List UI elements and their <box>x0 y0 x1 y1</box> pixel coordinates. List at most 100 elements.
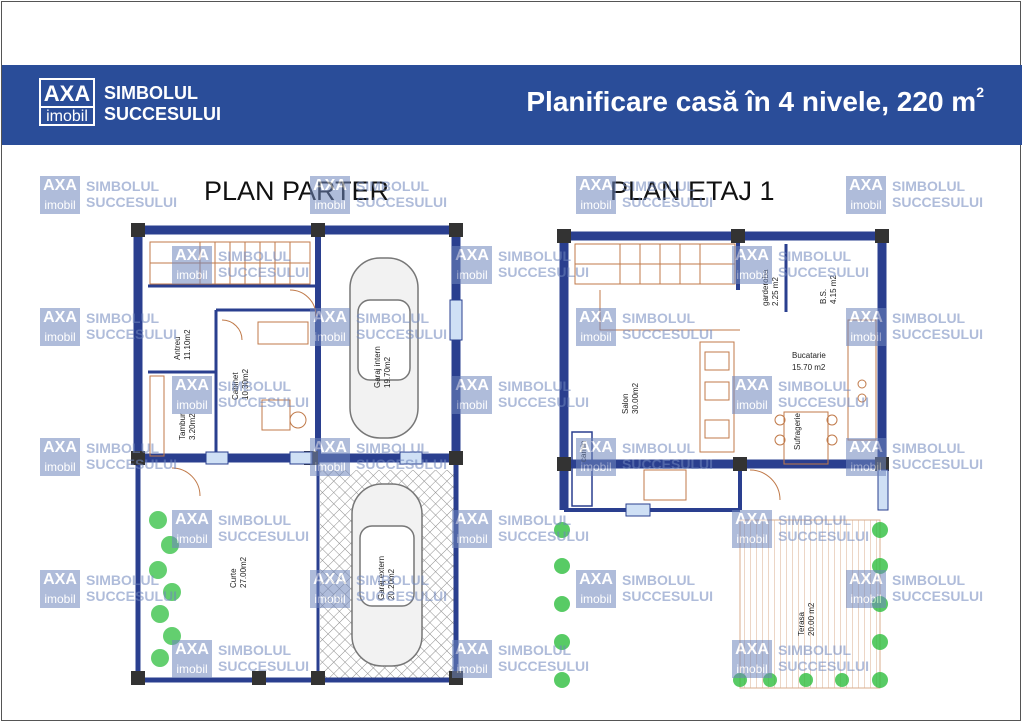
room-garaj-intern: Garaj intern19.70m2 <box>373 346 392 388</box>
watermark-top: AXA <box>849 309 883 326</box>
watermark-box: AXA imobil <box>452 510 492 548</box>
watermark-box: AXA imobil <box>732 640 772 678</box>
tagline: SIMBOLUL SUCCESULUI <box>104 83 221 125</box>
watermark-box: AXA imobil <box>576 176 616 214</box>
watermark-top: AXA <box>579 439 613 456</box>
watermark-bottom: imobil <box>580 460 612 474</box>
logo: AXA imobil <box>39 78 95 126</box>
watermark-box: AXA imobil <box>846 308 886 346</box>
room-salon: Salon30.00m2 <box>621 382 640 414</box>
watermark-top: AXA <box>849 439 883 456</box>
watermark-bottom: imobil <box>176 268 208 282</box>
watermark-top: AXA <box>579 177 613 194</box>
watermark-bottom: imobil <box>44 592 76 606</box>
watermark-bottom: imobil <box>44 198 76 212</box>
watermark-top: AXA <box>43 439 77 456</box>
watermark-top: AXA <box>735 377 769 394</box>
watermark-top: AXA <box>849 177 883 194</box>
watermark-box: AXA imobil <box>40 438 80 476</box>
watermark-top: AXA <box>735 641 769 658</box>
watermark-bottom: imobil <box>176 398 208 412</box>
watermark-bottom: imobil <box>456 532 488 546</box>
watermark-top: AXA <box>43 571 77 588</box>
watermark-box: AXA imobil <box>172 640 212 678</box>
watermark-bottom: imobil <box>176 662 208 676</box>
title-text: Planificare casă în 4 nivele, 220 m <box>526 86 977 117</box>
watermark-bottom: imobil <box>736 268 768 282</box>
watermark-top: AXA <box>313 177 347 194</box>
watermark-top: AXA <box>175 641 209 658</box>
watermark-bottom: imobil <box>850 198 882 212</box>
watermark-box: AXA imobil <box>732 376 772 414</box>
watermark-bottom: imobil <box>314 592 346 606</box>
room-bs: B.S.4.15 m2 <box>819 275 838 304</box>
watermark-top: AXA <box>175 247 209 264</box>
watermark-bottom: imobil <box>44 460 76 474</box>
watermark-top: AXA <box>43 309 77 326</box>
watermark-bottom: imobil <box>736 398 768 412</box>
watermark-bottom: imobil <box>456 398 488 412</box>
watermark-top: AXA <box>735 247 769 264</box>
header-banner: AXA imobil SIMBOLUL SUCCESULUI Planifica… <box>2 65 1022 145</box>
tagline-line1: SIMBOLUL <box>104 83 198 103</box>
watermark-top: AXA <box>313 571 347 588</box>
watermark-bottom: imobil <box>736 532 768 546</box>
watermark-top: AXA <box>455 247 489 264</box>
watermark-bottom: imobil <box>736 662 768 676</box>
room-garaj-extern: Garaj extern20.20m2 <box>377 556 396 600</box>
title-superscript: 2 <box>976 83 984 100</box>
watermark-bottom: imobil <box>456 268 488 282</box>
watermark-top: AXA <box>455 511 489 528</box>
watermark-top: AXA <box>313 439 347 456</box>
watermark-box: AXA imobil <box>40 570 80 608</box>
floor1-walls <box>559 231 887 469</box>
logo-bottom: imobil <box>41 106 93 125</box>
watermark-box: AXA imobil <box>452 246 492 284</box>
room-cabinet: Cabinet10.30m2 <box>231 368 250 400</box>
watermark-top: AXA <box>579 571 613 588</box>
page-title: Planificare casă în 4 nivele, 220 m2 <box>526 83 984 118</box>
room-sufragerie: Sufragerie <box>793 413 802 450</box>
room-terasa: Terasa20.00 m2 <box>797 602 816 636</box>
tagline-line2: SUCCESULUI <box>104 104 222 124</box>
watermark-box: AXA imobil <box>172 246 212 284</box>
watermark-bottom: imobil <box>850 460 882 474</box>
watermark-bottom: imobil <box>580 198 612 212</box>
plan-title-floor1: PLAN ETAJ 1 <box>610 176 775 206</box>
watermark-bottom: imobil <box>580 330 612 344</box>
room-tambur: Tambur3.20m2 <box>178 413 197 440</box>
watermark-bottom: imobil <box>850 330 882 344</box>
